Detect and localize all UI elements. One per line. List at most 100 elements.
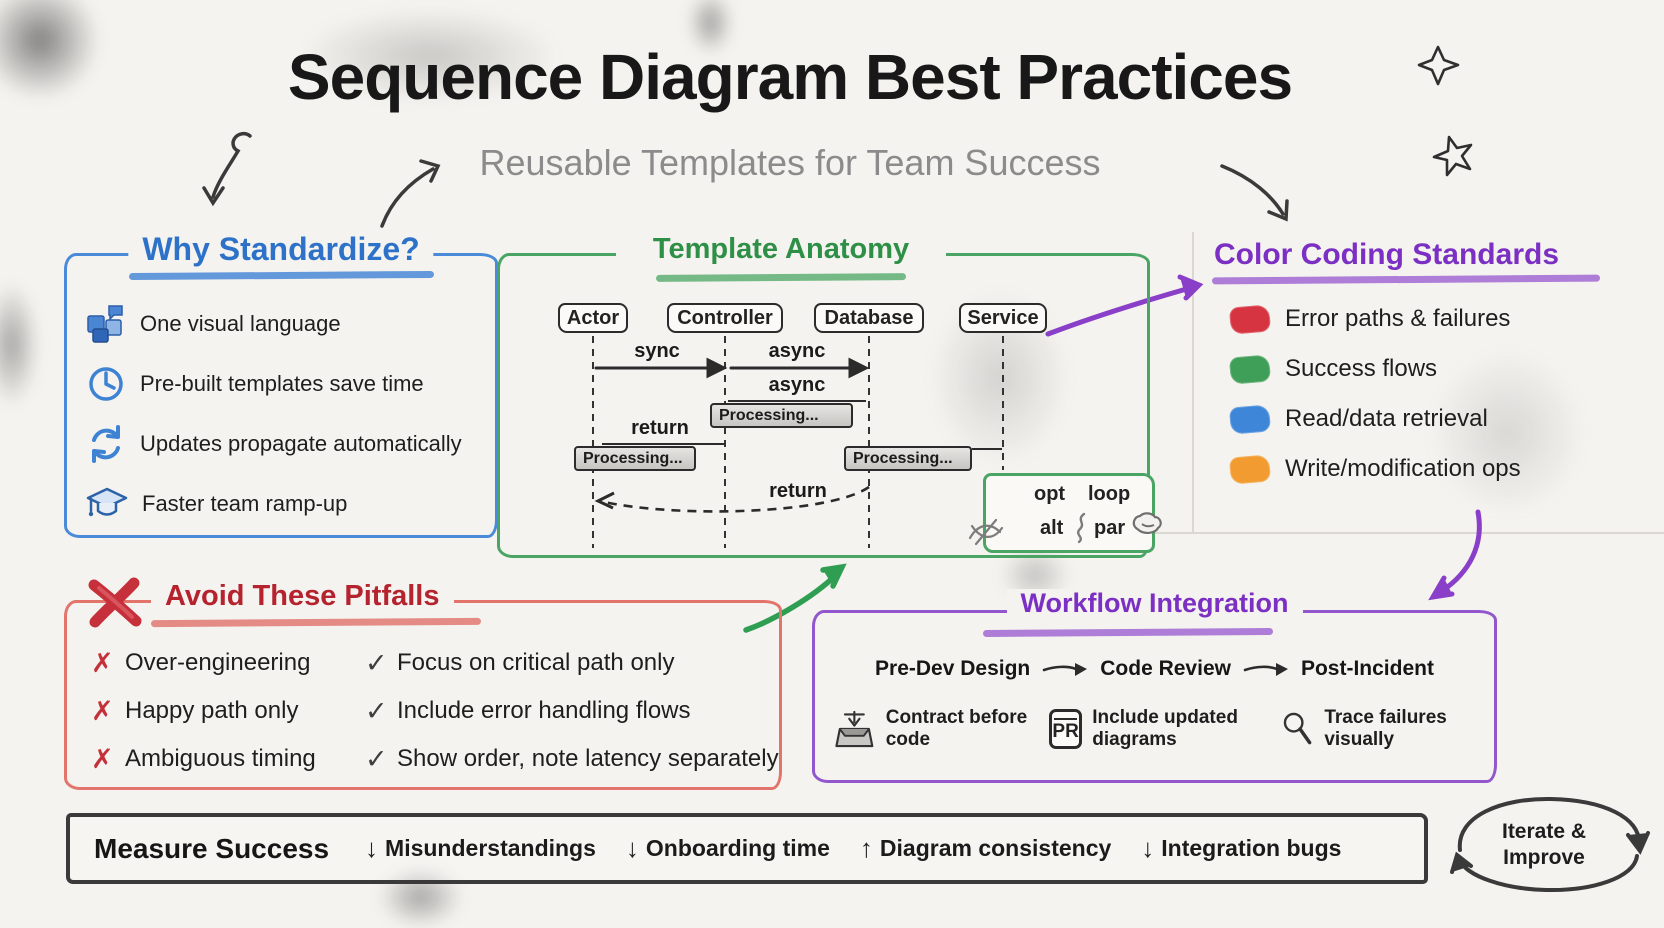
dashed-return-arrow xyxy=(594,485,870,513)
legend-label: Error paths & failures xyxy=(1285,305,1511,332)
sync-arrow xyxy=(594,357,728,379)
clock-icon xyxy=(89,367,123,401)
pitfall-dont: Over-engineering xyxy=(125,649,311,676)
pr-badge-text: PR xyxy=(1052,721,1079,742)
color-coding-section: Color Coding Standards Error paths & fai… xyxy=(1190,238,1650,508)
legend-item: Success flows xyxy=(1228,344,1521,394)
paper-crease xyxy=(1150,532,1664,534)
activation-processing: Processing... xyxy=(710,403,853,428)
refresh-icon xyxy=(92,425,120,463)
message-label-async2: async xyxy=(768,374,826,396)
why-item: Pre-built templates save time xyxy=(85,354,489,414)
down-arrow-icon: ↓ xyxy=(625,833,639,863)
workflow-note: PR Include updated diagrams xyxy=(1049,705,1281,753)
metric: ↓ Onboarding time xyxy=(626,833,830,864)
template-anatomy-section: Template Anatomy Actor Con xyxy=(497,233,1162,558)
pitfall-row: ✓ Show order, note latency separately xyxy=(365,739,779,779)
down-arrow-icon: ↓ xyxy=(365,833,379,863)
fragment-par: par xyxy=(1094,517,1126,539)
pitfall-dont: Ambiguous timing xyxy=(125,745,316,772)
pitfall-dont: Happy path only xyxy=(125,697,299,724)
workflow-section: Workflow Integration Pre-Dev Design Code… xyxy=(812,588,1497,783)
measure-title: Measure Success xyxy=(94,832,330,864)
page-title: Sequence Diagram Best Practices xyxy=(287,41,1293,113)
workflow-note-label: Include updated diagrams xyxy=(1092,706,1238,750)
workflow-note-label: Contract before code xyxy=(885,706,1028,750)
fragment-loop: loop xyxy=(1088,483,1131,505)
why-item-label: One visual language xyxy=(140,311,341,336)
lifeline-service: Service xyxy=(959,303,1047,333)
pitfall-row: ✗ Ambiguous timing xyxy=(91,739,316,779)
workflow-stages: Pre-Dev Design Code Review Post-Incident xyxy=(815,657,1494,681)
stage-pre-dev: Pre-Dev Design xyxy=(875,657,1031,680)
iterate-line2: Improve xyxy=(1503,846,1585,870)
title-underline xyxy=(982,627,1274,638)
pitfalls-section: Avoid These Pitfalls ✗ Over-engineering … xyxy=(64,577,782,790)
why-item-label: Faster team ramp-up xyxy=(142,491,348,516)
stage-post-incident: Post-Incident xyxy=(1300,657,1434,680)
page-subtitle: Reusable Templates for Team Success xyxy=(479,142,1101,183)
lifeline-database: Database xyxy=(814,303,924,333)
legend-label: Success flows xyxy=(1285,355,1438,382)
graduation-cap-icon xyxy=(86,487,128,517)
why-item: Updates propagate automatically xyxy=(85,414,489,474)
legend-item: Read/data retrieval xyxy=(1228,394,1521,444)
magnifier-icon xyxy=(1283,712,1312,745)
check-mark-icon: ✓ xyxy=(365,695,388,726)
inbox-tray-icon xyxy=(835,710,874,748)
metric-label: Integration bugs xyxy=(1161,835,1342,861)
pitfall-row: ✓ Focus on critical path only xyxy=(365,643,674,683)
title-underline xyxy=(150,617,482,628)
pitfall-do: Include error handling flows xyxy=(397,697,691,724)
lifeline-actor: Actor xyxy=(558,303,628,333)
why-item: Faster team ramp-up xyxy=(85,474,489,534)
paper-smudge xyxy=(0,282,39,407)
squiggle-doodle xyxy=(1076,512,1086,544)
legend-label: Write/modification ops xyxy=(1285,455,1521,482)
legend-item: Write/modification ops xyxy=(1228,444,1521,494)
pitfall-row: ✓ Include error handling flows xyxy=(365,691,691,731)
x-mark-icon: ✗ xyxy=(91,743,114,774)
scribble-doodle xyxy=(968,518,1004,546)
metric: ↓ Misunderstandings xyxy=(365,833,596,864)
red-swatch xyxy=(1228,303,1272,335)
purple-arrow-to-workflow xyxy=(1428,509,1482,601)
legend-item: Error paths & failures xyxy=(1228,294,1521,344)
color-coding-title: Color Coding Standards xyxy=(1214,238,1559,271)
iterate-line1: Iterate & xyxy=(1501,820,1587,843)
message-label-return2: return xyxy=(769,480,827,502)
pitfall-row: ✗ Happy path only xyxy=(91,691,298,731)
metric: ↓ Integration bugs xyxy=(1141,833,1341,864)
why-item: One visual language xyxy=(85,294,489,354)
title-underline xyxy=(1211,274,1601,285)
check-mark-icon: ✓ xyxy=(365,647,388,678)
fragment-opt: opt xyxy=(1034,483,1066,505)
template-anatomy-title: Template Anatomy xyxy=(616,233,946,266)
x-mark-icon: ✗ xyxy=(91,647,114,678)
workflow-note-label: Trace failures visually xyxy=(1324,706,1447,750)
stage-code-review: Code Review xyxy=(1100,657,1231,680)
flow-arrow-icon xyxy=(1243,663,1288,676)
blue-swatch xyxy=(1228,403,1272,435)
why-item-label: Pre-built templates save time xyxy=(140,371,424,396)
workflow-note: Trace failures visually xyxy=(1281,705,1481,753)
title-underline xyxy=(128,270,435,281)
pitfall-row: ✗ Over-engineering xyxy=(91,643,310,683)
message-label-async: async xyxy=(768,340,826,362)
legend-label: Read/data retrieval xyxy=(1285,405,1488,432)
workflow-note: Contract before code xyxy=(833,705,1049,753)
check-mark-icon: ✓ xyxy=(365,743,388,774)
flow-arrow-icon xyxy=(1042,663,1088,676)
cloud-face-doodle xyxy=(1132,512,1162,534)
orange-swatch xyxy=(1228,453,1272,485)
pitfall-do: Show order, note latency separately xyxy=(397,745,779,772)
metric-label: Misunderstandings xyxy=(385,835,596,861)
big-x-icon xyxy=(88,577,142,628)
async-arrow xyxy=(729,357,870,379)
iterate-improve-badge: Iterate & Improve xyxy=(1448,795,1648,899)
green-swatch xyxy=(1228,353,1272,385)
why-standardize-title: Why Standardize? xyxy=(128,231,434,268)
fragment-alt: alt xyxy=(1040,517,1064,539)
why-standardize-section: Why Standardize? One visual language Pre… xyxy=(64,231,498,538)
